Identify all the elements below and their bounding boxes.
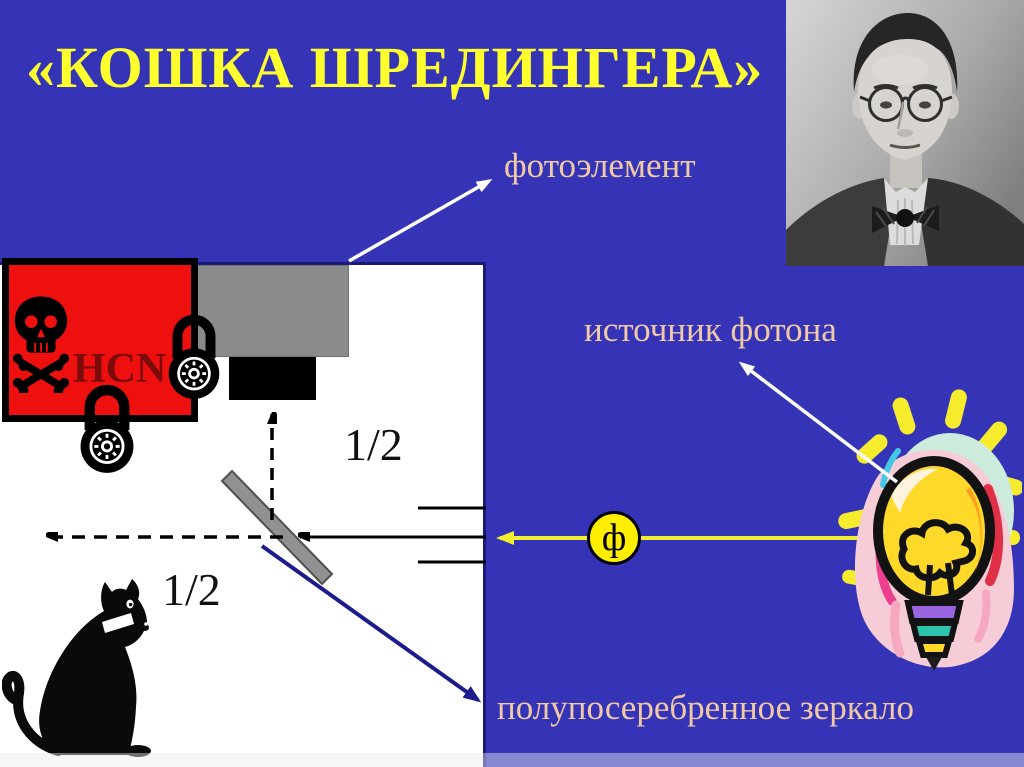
photodetector	[197, 265, 349, 357]
hcn-label: HCN	[73, 346, 167, 392]
probability-bottom: 1/2	[162, 564, 221, 615]
photon-symbol-badge: ф	[587, 511, 641, 565]
slide-title: «КОШКА ШРЕДИНГЕРА»	[26, 35, 764, 100]
detector-window	[229, 357, 316, 400]
probability-top: 1/2	[344, 419, 403, 470]
schrodinger-photo	[786, 0, 1024, 266]
light-bulb-icon	[838, 389, 1022, 671]
label-mirror: полупосеребренное зеркало	[497, 688, 915, 727]
pointer-arrow-photocell	[348, 179, 493, 263]
label-photon-source: источник фотона	[584, 310, 837, 349]
padlock-icon	[168, 314, 220, 399]
label-photocell: фотоэлемент	[504, 146, 696, 185]
slide-bottom-edge	[0, 753, 1024, 767]
skull-crossbones-icon	[12, 296, 70, 393]
cat-icon	[2, 579, 151, 757]
padlock-icon	[80, 384, 134, 473]
